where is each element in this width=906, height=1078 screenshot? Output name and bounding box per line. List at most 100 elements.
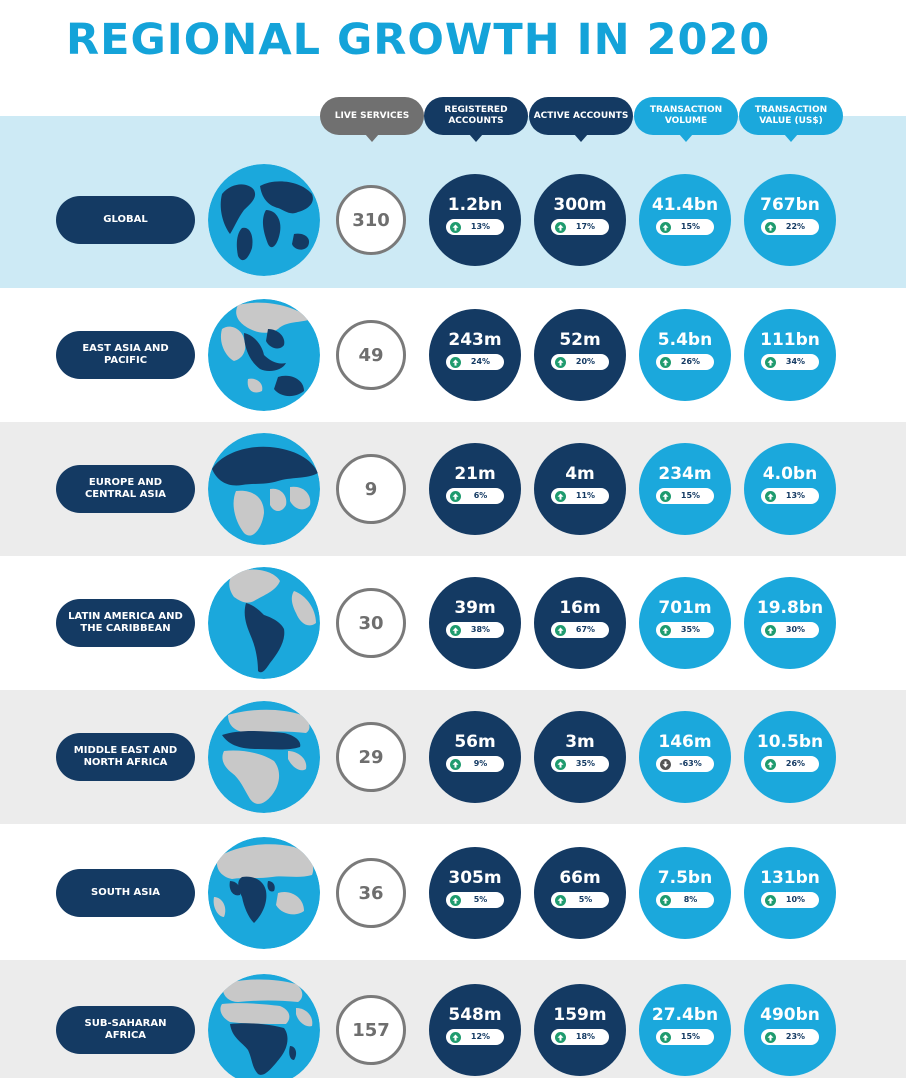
header-live-services: LIVE SERVICES [320, 97, 424, 142]
transaction-volume-value: 234m [658, 464, 712, 484]
change-badge: 5% [551, 892, 609, 908]
registered-accounts-value: 56m [454, 732, 496, 752]
transaction-value-value: 19.8bn [756, 598, 824, 618]
change-percent: 18% [575, 1032, 596, 1041]
change-percent: 9% [473, 759, 488, 768]
registered-accounts-value: 39m [454, 598, 496, 618]
registered-accounts-circle: 39m 38% [429, 577, 521, 669]
change-badge: 23% [761, 1029, 819, 1045]
region-label-east-asia-and-pacific: EAST ASIA AND PACIFIC [56, 331, 195, 379]
active-accounts-circle: 52m 20% [534, 309, 626, 401]
registered-accounts-value: 1.2bn [447, 195, 503, 215]
registered-accounts-value: 305m [448, 868, 502, 888]
active-accounts-circle: 16m 67% [534, 577, 626, 669]
change-percent: 5% [473, 895, 488, 904]
change-percent: 11% [575, 491, 596, 500]
arrow-up-icon [660, 894, 671, 906]
active-accounts-circle: 66m 5% [534, 847, 626, 939]
change-percent: 35% [680, 625, 701, 634]
transaction-value-circle: 4.0bn 13% [744, 443, 836, 535]
change-percent: 22% [785, 222, 806, 231]
change-badge: 15% [656, 488, 714, 504]
change-badge: 17% [551, 219, 609, 235]
arrow-up-icon [450, 1031, 461, 1043]
arrow-up-icon [765, 894, 776, 906]
header-transaction-volume: TRANSACTION VOLUME [634, 97, 738, 142]
change-badge: 30% [761, 622, 819, 638]
globe-drawing [208, 837, 320, 949]
live-services-value: 30 [336, 588, 406, 658]
transaction-value-value: 111bn [760, 330, 820, 350]
change-badge: 12% [446, 1029, 504, 1045]
change-percent: 17% [575, 222, 596, 231]
arrow-up-icon [765, 1031, 776, 1043]
change-badge: 6% [446, 488, 504, 504]
transaction-volume-value: 41.4bn [651, 195, 719, 215]
registered-accounts-value: 548m [448, 1005, 502, 1025]
arrow-up-icon [450, 894, 461, 906]
globe-drawing [208, 299, 320, 411]
change-percent: 13% [785, 491, 806, 500]
change-percent: 20% [575, 357, 596, 366]
change-badge: 20% [551, 354, 609, 370]
change-percent: 35% [575, 759, 596, 768]
header-registered-accounts: REGISTERED ACCOUNTS [424, 97, 528, 142]
header-transaction-value: TRANSACTION VALUE (US$) [739, 97, 843, 142]
active-accounts-circle: 300m 17% [534, 174, 626, 266]
change-percent: 15% [680, 1032, 701, 1041]
transaction-volume-circle: 41.4bn 15% [639, 174, 731, 266]
region-label-sub-saharan-africa: SUB-SAHARAN AFRICA [56, 1006, 195, 1054]
change-badge: 5% [446, 892, 504, 908]
active-accounts-value: 300m [553, 195, 607, 215]
live-services-value: 9 [336, 454, 406, 524]
change-percent: 26% [680, 357, 701, 366]
transaction-value-value: 131bn [760, 868, 820, 888]
transaction-value-circle: 19.8bn 30% [744, 577, 836, 669]
change-badge: 34% [761, 354, 819, 370]
change-badge: 8% [656, 892, 714, 908]
live-services-value: 157 [336, 995, 406, 1065]
change-badge: 26% [761, 756, 819, 772]
arrow-up-icon [765, 758, 776, 770]
transaction-volume-circle: 146m -63% [639, 711, 731, 803]
arrow-up-icon [660, 356, 671, 368]
globe-africa-icon [208, 974, 320, 1078]
arrow-down-icon [660, 758, 671, 770]
change-badge: 13% [446, 219, 504, 235]
arrow-up-icon [555, 1031, 566, 1043]
transaction-volume-value: 27.4bn [651, 1005, 719, 1025]
transaction-value-value: 10.5bn [756, 732, 824, 752]
transaction-value-value: 490bn [760, 1005, 820, 1025]
arrow-up-icon [555, 356, 566, 368]
change-percent: 67% [575, 625, 596, 634]
arrow-up-icon [660, 624, 671, 636]
change-percent: 34% [785, 357, 806, 366]
arrow-up-icon [450, 490, 461, 502]
globe-world-icon [208, 164, 320, 276]
active-accounts-value: 159m [553, 1005, 607, 1025]
change-badge: 67% [551, 622, 609, 638]
transaction-value-circle: 131bn 10% [744, 847, 836, 939]
globe-drawing [208, 567, 320, 679]
globe-drawing [208, 433, 320, 545]
change-badge: 13% [761, 488, 819, 504]
active-accounts-circle: 3m 35% [534, 711, 626, 803]
change-badge: 10% [761, 892, 819, 908]
transaction-volume-value: 701m [658, 598, 712, 618]
active-accounts-value: 66m [559, 868, 601, 888]
arrow-up-icon [660, 221, 671, 233]
transaction-value-circle: 10.5bn 26% [744, 711, 836, 803]
change-badge: 22% [761, 219, 819, 235]
registered-accounts-circle: 305m 5% [429, 847, 521, 939]
arrow-up-icon [660, 1031, 671, 1043]
registered-accounts-value: 243m [448, 330, 502, 350]
change-badge: 24% [446, 354, 504, 370]
header-active-accounts: ACTIVE ACCOUNTS [529, 97, 633, 142]
arrow-up-icon [555, 894, 566, 906]
arrow-up-icon [555, 221, 566, 233]
globe-drawing [208, 974, 320, 1078]
change-percent: 23% [785, 1032, 806, 1041]
change-percent: 38% [470, 625, 491, 634]
active-accounts-circle: 4m 11% [534, 443, 626, 535]
registered-accounts-value: 21m [454, 464, 496, 484]
